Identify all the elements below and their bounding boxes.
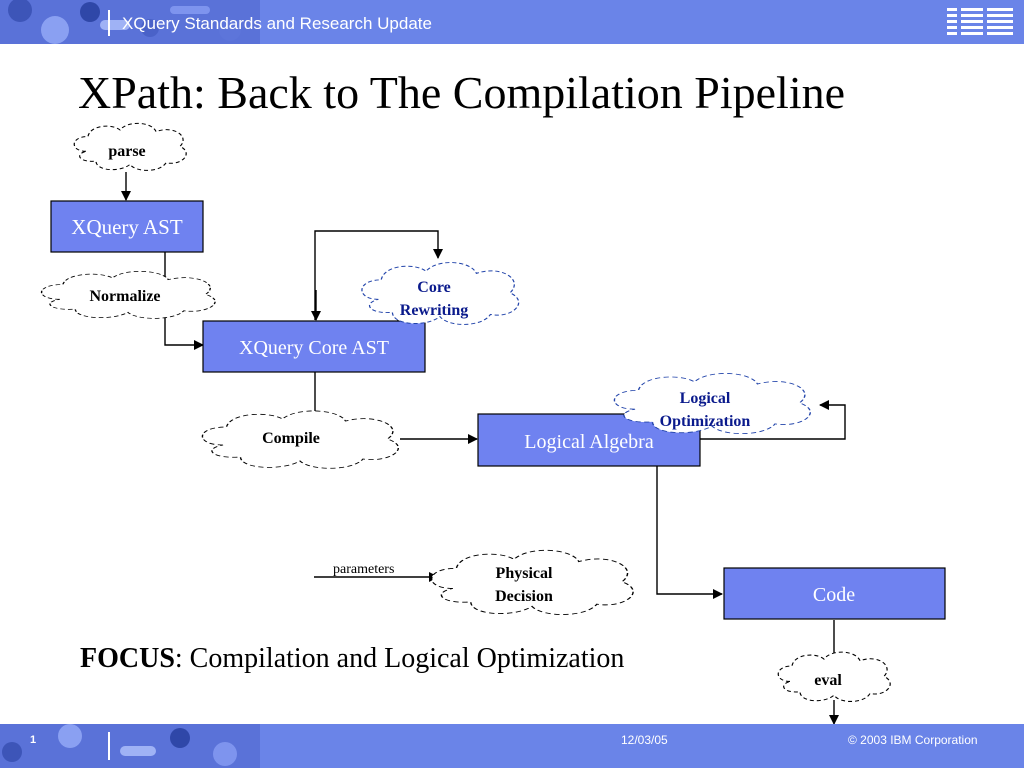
cloud-parse-label: parse — [108, 143, 145, 160]
cloud-core-rewriting-line2: Rewriting — [400, 302, 468, 319]
footer-copyright: © 2003 IBM Corporation — [848, 733, 978, 747]
footer-date: 12/03/05 — [621, 733, 668, 747]
box-xquery-core-ast: XQuery Core AST — [202, 320, 426, 373]
box-xquery-ast: XQuery AST — [50, 200, 204, 253]
ibm-logo-icon — [947, 8, 1013, 35]
cloud-logical-optimization-line2: Optimization — [660, 413, 751, 430]
footer-band: 1 12/03/05 © 2003 IBM Corporation — [0, 724, 1024, 768]
focus-label: FOCUS — [80, 643, 175, 674]
page-title: XPath: Back to The Compilation Pipeline — [78, 67, 846, 118]
slide-number: 1 — [30, 734, 37, 746]
cloud-eval-label: eval — [814, 672, 842, 689]
arrow-algebra-to-optimization — [700, 400, 846, 440]
focus-statement: FOCUS: Compilation and Logical Optimizat… — [80, 643, 624, 675]
arrow-algebra-to-code — [656, 466, 723, 599]
cloud-physical-decision-line2: Decision — [495, 588, 553, 605]
footer-decoration — [0, 724, 260, 768]
parameters-label: parameters — [333, 562, 394, 577]
cloud-normalize-label: Normalize — [89, 288, 160, 305]
header-decoration — [0, 0, 260, 44]
box-code-label: Code — [813, 584, 855, 606]
box-logical-algebra-label: Logical Algebra — [524, 431, 654, 453]
box-code: Code — [723, 567, 946, 620]
header-title: XQuery Standards and Research Update — [122, 14, 432, 33]
box-xquery-ast-label: XQuery AST — [71, 215, 183, 239]
box-logical-algebra: Logical Algebra — [477, 413, 701, 467]
arrow-core-to-rewriting — [314, 230, 443, 320]
cloud-logical-optimization-line1: Logical — [680, 390, 731, 407]
cloud-compile-label: Compile — [262, 430, 320, 447]
cloud-physical-decision-line1: Physical — [496, 565, 553, 582]
cloud-core-rewriting-line1: Core — [417, 279, 450, 296]
focus-text: : Compilation and Logical Optimization — [174, 643, 625, 674]
box-xquery-core-ast-label: XQuery Core AST — [239, 337, 389, 359]
header-band: XQuery Standards and Research Update — [0, 0, 1024, 44]
